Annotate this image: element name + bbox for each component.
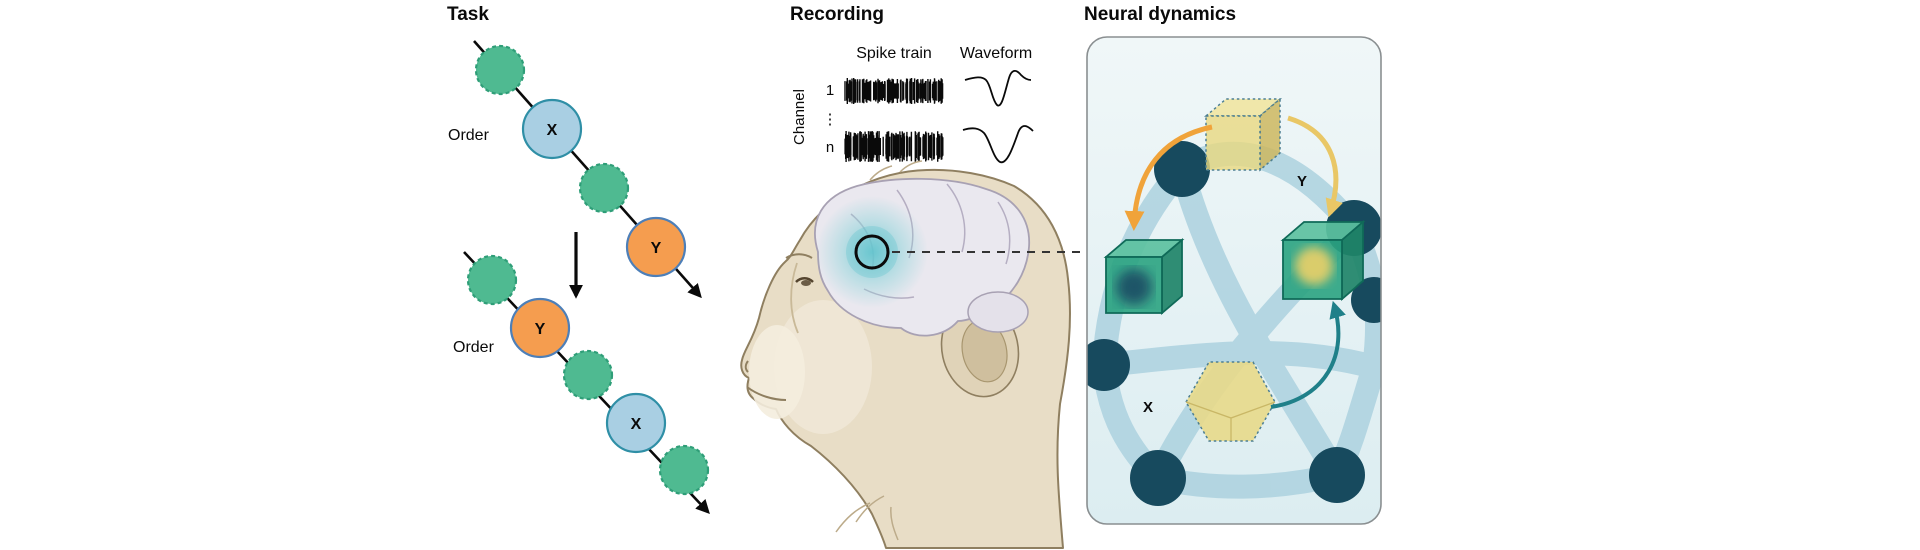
channel-axis-label: Channel (791, 89, 808, 145)
monkey-eye-pupil (801, 280, 811, 286)
task-x-label: X (631, 416, 642, 433)
cerebellum (967, 291, 1029, 333)
network-node (1087, 339, 1130, 391)
task-circle-green (466, 254, 518, 306)
task-y-label: Y (651, 240, 662, 257)
neural-dynamics-panel: Neural dynamics (1084, 4, 1382, 525)
transition-arrow-yellow (1287, 115, 1343, 218)
task-circle-y (509, 297, 571, 359)
task-circle-green (562, 349, 614, 401)
recording-site-glow (816, 196, 928, 308)
task-y-label: Y (535, 321, 546, 338)
neural-x-label: X (1143, 399, 1153, 416)
state-y-cube (1203, 97, 1283, 172)
task-circle-green (658, 444, 710, 496)
recording-panel: Recording Spike train Waveform Channel 1… (790, 4, 1034, 164)
recording-title: Recording (790, 4, 884, 25)
monkey-fur-strokes (835, 160, 923, 541)
channel-dots: ⋮ (823, 111, 838, 128)
waveform-channel-n (962, 125, 1034, 164)
neural-panel-border (1086, 36, 1382, 525)
task-circle-x (605, 392, 667, 454)
monkey-illustration (740, 160, 1087, 549)
monkey-eye (795, 277, 814, 283)
monkey-nostril (744, 360, 749, 373)
task-circle-y (625, 216, 687, 278)
task-circle-x (521, 98, 583, 160)
monkey-brow (785, 253, 813, 259)
monkey-muzzle-shading (749, 325, 805, 419)
current-state-cube-left (1103, 238, 1185, 315)
transition-arrow-teal (1270, 300, 1346, 409)
channel-1-label: 1 (826, 82, 834, 99)
spike-train-channel-1 (844, 78, 944, 104)
monkey-cheek-fold (790, 262, 799, 334)
channel-n-label: n (826, 139, 834, 156)
neural-y-label: Y (1297, 173, 1307, 190)
current-state-cube-right (1280, 220, 1366, 301)
monkey-mouth (746, 386, 787, 401)
task-panel: Task X Y Order Y X Order (447, 4, 710, 515)
state-x-shape (1185, 361, 1276, 442)
waveform-label: Waveform (960, 45, 1032, 62)
network-node (1130, 450, 1186, 506)
task-circle-green (578, 162, 630, 214)
transition-arrow-orange (1124, 124, 1213, 231)
recording-site-circle (854, 234, 890, 270)
order-label-1: Order (448, 127, 490, 144)
neural-dynamics-title: Neural dynamics (1084, 4, 1236, 25)
task-title: Task (447, 4, 489, 25)
task-circle-green (474, 44, 526, 96)
spike-train-channel-n (844, 131, 944, 162)
waveform-channel-1 (964, 69, 1032, 107)
spike-train-label: Spike train (856, 45, 932, 62)
recording-site-glow-core (846, 226, 898, 278)
task-x-label: X (547, 122, 558, 139)
network-node (1154, 141, 1210, 197)
network-node (1309, 447, 1365, 503)
network-node (1351, 277, 1381, 323)
neural-network (1087, 97, 1381, 506)
order-label-2: Order (453, 339, 495, 356)
